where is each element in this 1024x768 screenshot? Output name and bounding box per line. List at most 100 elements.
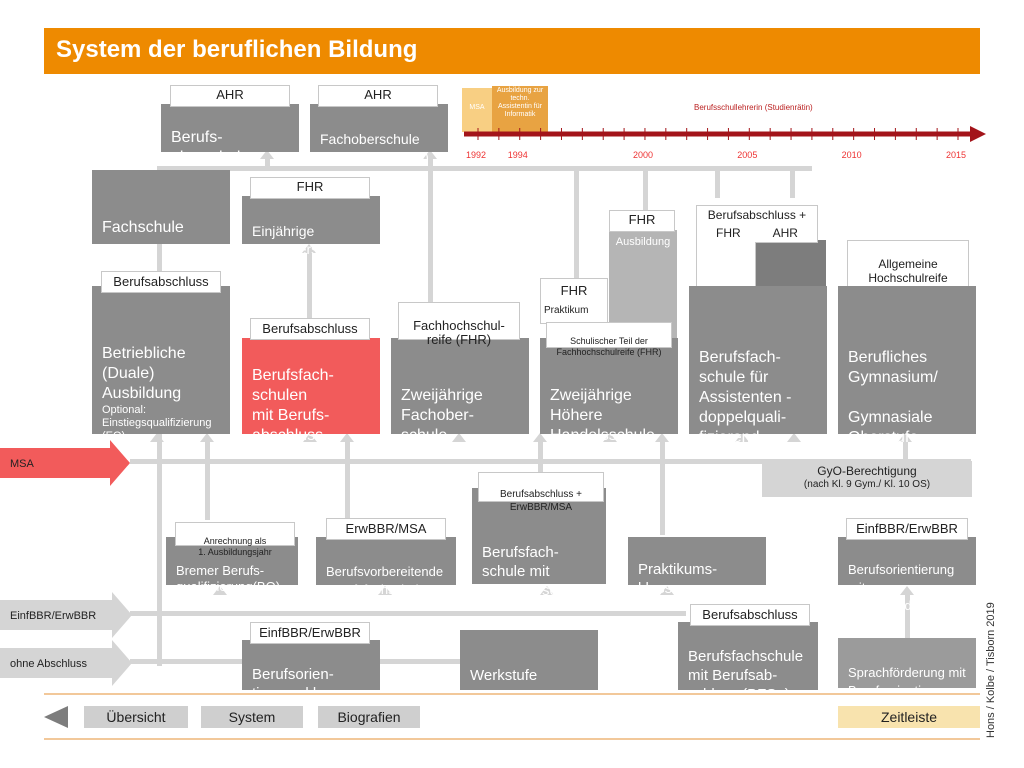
arrow-up-5: [452, 433, 466, 442]
ausbildung-small-box[interactable]: Ausbildung: [609, 230, 677, 338]
berufsorientierung-sprach-label: Berufsorientierung mit Sprachförderung: [848, 562, 955, 613]
connector-v-gym: [903, 440, 908, 460]
msa-arrow: [0, 440, 130, 486]
bfs-assistenten-box[interactable]: Berufsfach- schule für Assistenten - dop…: [689, 286, 827, 446]
fhr-ahr-white-left: [696, 242, 756, 292]
einjaehrige-fos-box[interactable]: Einjährige Fachoberschule: [242, 196, 380, 257]
zweijaehrige-fos-label: Zweijährige Fachober- schule: [401, 387, 483, 444]
timeline-year-label: 1992: [466, 150, 487, 160]
arrow-up-14: [540, 586, 554, 595]
fachoberschule13-label: Fachoberschule (Klassenstufe 13): [320, 131, 429, 165]
arrow-up-6: [533, 433, 547, 442]
nav-divider-bottom: [44, 738, 980, 740]
berufsabschluss-fhr-ahr-label: Berufsabschluss + FHR AHR: [696, 205, 818, 243]
arrow-up-10: [787, 433, 801, 442]
ohne-abschluss-arrow-label: ohne Abschluss: [10, 658, 88, 670]
fhr-ahr-fhr: FHR: [715, 226, 741, 240]
page-title: System der beruflichen Bildung: [56, 36, 418, 63]
sprachfoerderung-box[interactable]: Sprachförderung mit Berufsorientierung: [838, 638, 976, 698]
fachschule-box[interactable]: Fachschule: [92, 170, 230, 244]
berufsabschluss-label-3: Berufsabschluss: [690, 604, 810, 626]
timeline-msa-block: MSA: [462, 88, 492, 132]
zweijaehrige-hhs-box[interactable]: Zweijährige Höhere Handelsschule: [540, 338, 678, 444]
einfbbr-arrow: [0, 592, 132, 638]
berufsabschluss-label-2: Berufsabschluss: [250, 318, 370, 340]
berufsvorbereitende-label: Berufsvorbereitende Berufsfachschule: [326, 564, 444, 597]
connector-v-praktikum: [643, 168, 648, 213]
arrow-up-bo: [260, 150, 274, 159]
einfbbr-arrow-label: EinfBBR/ErwBBR: [10, 610, 97, 622]
timeline-axis: [464, 126, 986, 142]
anrechnung-text: Anrechnung als 1. Ausbildungsjahr: [198, 536, 272, 557]
fhr-praktikum-fhr: FHR: [560, 283, 588, 298]
back-arrow-icon[interactable]: [44, 706, 70, 728]
allg-hochschulreife-label: Allgemeine Hochschulreife (AHR): [847, 240, 969, 299]
arrow-up-1: [150, 433, 164, 442]
arrow-up-9: [735, 433, 749, 442]
fachhochschulreife-label: Fachhochschul- reife (FHR): [398, 302, 520, 347]
ohne-abschluss-arrow-shape: [0, 640, 132, 686]
einjaehrige-fos-label: Einjährige Fachoberschule: [252, 223, 352, 257]
msa-arrow-shape: [0, 440, 130, 486]
bfsq-box[interactable]: Berufsfachschule mit Berufsab- schluss (…: [678, 622, 818, 703]
nav-zeitleiste-button[interactable]: Zeitleiste: [838, 706, 980, 728]
arrow-up-3: [303, 433, 317, 442]
connector-v-fos13: [428, 156, 433, 336]
praktikumsklasse-box[interactable]: Praktikums- klasse: [628, 537, 766, 597]
msa-arrow-label: MSA: [10, 458, 34, 470]
arrow-up-fos13: [423, 150, 437, 159]
arrow-up-16: [900, 586, 914, 595]
arrow-up-7: [603, 433, 617, 442]
timeline-year-label: 2010: [841, 150, 862, 160]
berufsabschluss-erwbbr-label: Berufsabschluss + ErwBBR/MSA: [478, 472, 604, 513]
bfs-mit-abschluss-box[interactable]: Berufsfach- schule mit Berufsabschluss: [472, 488, 606, 599]
werkstufe-label: Werkstufe: [470, 667, 538, 684]
connector-v-bfs2: [538, 440, 543, 475]
berufsorientierungsklasse-label: Berufsorien- tierungsklasse: [252, 666, 348, 702]
berufsorientierung-sprach-box[interactable]: Berufsorientierung mit Sprachförderung: [838, 537, 976, 613]
arrow-up-13: [378, 586, 392, 595]
betriebliche-sub: Optional: Einstiegsqualifizierung (EQ): [102, 404, 212, 442]
timeline-ausbildung-block: Ausbildung zur techn. Assistentin für In…: [492, 86, 548, 132]
einfbbr-arrow-shape: [0, 592, 132, 638]
berufliches-gymnasium-box[interactable]: Berufliches Gymnasium/ Gymnasiale Oberst…: [838, 286, 976, 446]
berufsoberschule-label: Berufs- oberschule: [171, 129, 250, 166]
fachoberschule13-box[interactable]: Fachoberschule (Klassenstufe 13): [310, 104, 448, 165]
connector-v-assist2: [790, 168, 795, 198]
connector-v-assist: [715, 168, 720, 198]
timeline-arrowhead: [970, 126, 986, 142]
nav-biografien-button[interactable]: Biografien: [318, 706, 420, 728]
werkstufe-box[interactable]: Werkstufe: [460, 630, 598, 690]
berufsfachschulen-box[interactable]: Berufsfach- schulen mit Berufs- abschlus…: [242, 338, 380, 444]
nav-uebersicht-button[interactable]: Übersicht: [84, 706, 188, 728]
betriebliche-ausbildung-box[interactable]: Betriebliche (Duale) Ausbildung Optional…: [92, 286, 230, 442]
timeline-berufsschullehrerin: Berufsschullehrerin (Studienrätin): [694, 103, 813, 112]
ahr-label-2: AHR: [318, 85, 438, 107]
einfbbr-erwbbr-label-right: EinfBBR/ErwBBR: [846, 518, 968, 540]
connector-v-bvb: [345, 440, 350, 520]
bremer-bq-label: Bremer Berufs- qualifizierung(BQ): [176, 563, 281, 594]
fhr-praktikum-prakt: Praktikum: [544, 305, 589, 316]
berufsabschluss-erwbbr-text: Berufsabschluss + ErwBBR/MSA: [500, 489, 582, 513]
fhr-ahr-row: FHR AHR: [700, 226, 814, 240]
arrow-up-11: [898, 433, 912, 442]
assistenten-top-box: [756, 240, 826, 290]
connector-v-prakt: [660, 440, 665, 535]
nav-system-button[interactable]: System: [201, 706, 303, 728]
title-bar: System der beruflichen Bildung: [44, 28, 980, 74]
arrow-up-2: [200, 433, 214, 442]
connector-v-hhs: [574, 168, 579, 278]
connector-v-spr: [905, 590, 910, 638]
timeline-year-label: 2005: [737, 150, 758, 160]
berufsvorbereitende-box[interactable]: Berufsvorbereitende Berufsfachschule: [316, 537, 456, 597]
berufsorientierungsklasse-box[interactable]: Berufsorien- tierungsklasse: [242, 640, 380, 702]
schulischer-teil-label: Schulischer Teil der Fachhochschulreife …: [546, 322, 672, 357]
berufsabschluss-plus-text: Berufsabschluss +: [707, 208, 807, 222]
arrow-up-15: [660, 586, 674, 595]
berufsoberschule-box[interactable]: Berufs- oberschule: [161, 104, 299, 166]
ohne-abschluss-arrow: [0, 640, 132, 686]
arrow-up-8: [655, 433, 669, 442]
timeline-year-label: 1994: [507, 150, 528, 160]
zweijaehrige-fos-box[interactable]: Zweijährige Fachober- schule: [391, 338, 529, 444]
timeline-year-label: 2015: [946, 150, 967, 160]
